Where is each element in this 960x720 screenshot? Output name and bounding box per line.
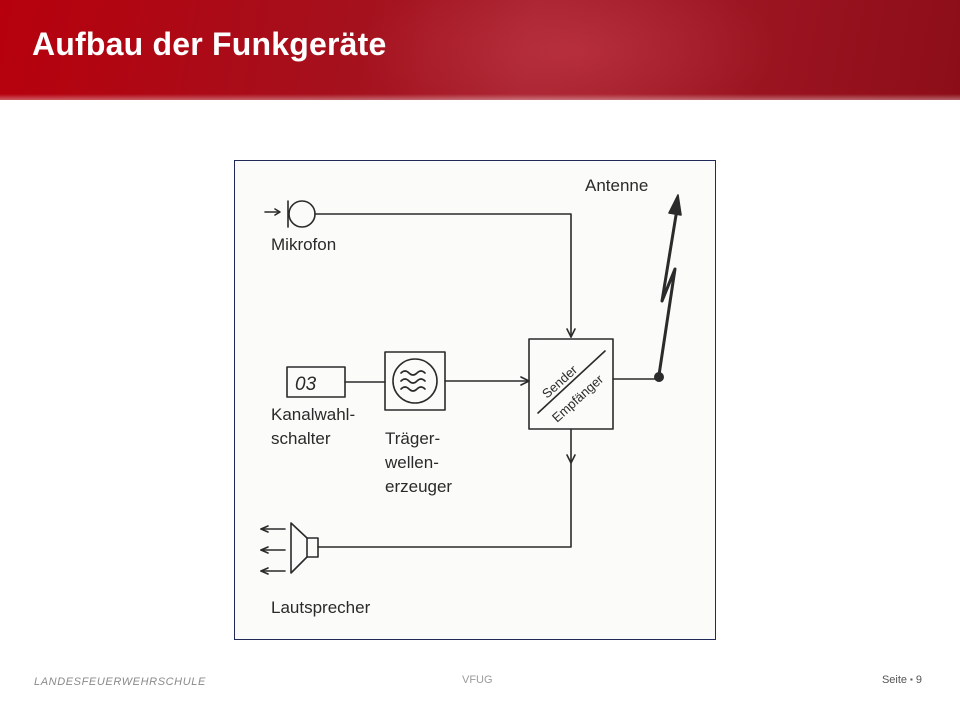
page-label: Seite xyxy=(881,674,908,686)
footer-center-label: VFUG xyxy=(462,674,493,686)
radio-block-diagram: Antenne Mikrofon 03 Kanalwahl- schalter … xyxy=(234,160,716,640)
channel-selector-label-1: Kanalwahl- xyxy=(271,405,355,424)
speaker-wire xyxy=(317,428,572,548)
speaker-icon xyxy=(260,522,319,575)
page-separator: ▪ xyxy=(910,675,913,684)
carrier-wave-icon xyxy=(384,351,446,411)
microphone-label: Mikrofon xyxy=(271,235,336,254)
carrier-label-1: Träger- xyxy=(385,429,440,448)
diagram-canvas: Antenne Mikrofon 03 Kanalwahl- schalter … xyxy=(260,176,682,617)
carrier-label-2: wellen- xyxy=(384,453,439,472)
speaker-label: Lautsprecher xyxy=(271,598,371,617)
carrier-label-3: erzeuger xyxy=(385,477,452,496)
channel-selector-label-2: schalter xyxy=(271,429,331,448)
footer-page-info: Seite▪9 xyxy=(882,674,922,686)
page-number: 9 xyxy=(915,674,922,686)
microphone-icon xyxy=(264,200,316,228)
speaker-wire-arrow xyxy=(566,454,576,464)
slide-title: Aufbau der Funkgeräte xyxy=(32,26,387,62)
antenna-label: Antenne xyxy=(585,176,648,195)
antenna-node xyxy=(654,372,664,382)
microphone-wire xyxy=(314,213,572,338)
channel-display-value: 03 xyxy=(295,374,317,395)
header-sheen xyxy=(360,0,780,100)
slide-header: Aufbau der Funkgeräte xyxy=(0,0,960,100)
antenna-icon xyxy=(657,201,680,377)
microphone-wire-arrow xyxy=(566,328,576,338)
footer-organization: LANDESFEUERWEHRSCHULE xyxy=(34,676,206,688)
